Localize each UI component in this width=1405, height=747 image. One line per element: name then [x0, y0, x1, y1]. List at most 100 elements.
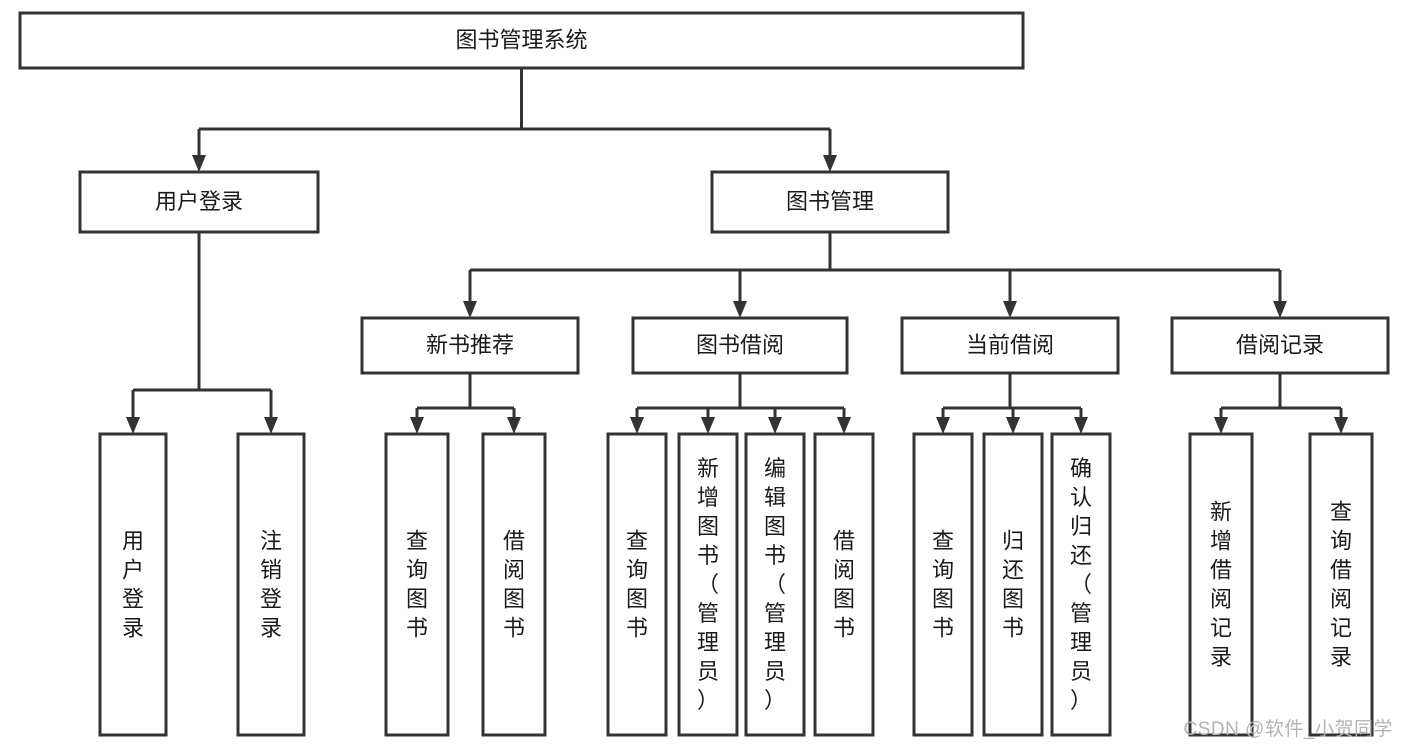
leaf-node-1-box[interactable] [236, 432, 306, 737]
l3-2-leaf-2-arrowhead [1074, 417, 1088, 434]
leaf-node-12-label-char: 记 [1330, 616, 1352, 641]
leaf-node-8-label-char: 查 [932, 529, 954, 554]
leaf-node-6-label-char: 图 [764, 514, 786, 539]
l3-2-leaf-1-arrowhead [1006, 417, 1020, 434]
leaf-node-9-label-char: 归 [1002, 529, 1024, 554]
leaf-node-10-label-char: 员 [1070, 659, 1092, 684]
leaf-node-9-label-char: 还 [1002, 558, 1024, 583]
leaf-node-7-label-char: 图 [833, 587, 855, 612]
leaf-node-1-label-char: 销 [260, 558, 282, 583]
l3-1-leaf-0-arrowhead [630, 417, 644, 434]
leaf-node-5-label-char: 管 [697, 601, 719, 626]
leaf-node-3-label-char: 图 [503, 587, 525, 612]
leaf-node-2-label-char: 图 [406, 587, 428, 612]
leaf-node-3-box[interactable] [481, 432, 547, 737]
level3-node-2-label: 当前借阅 [966, 332, 1054, 357]
leaf-node-1-label-char: 录 [260, 616, 282, 641]
level2-node-0-label: 用户登录 [155, 189, 243, 214]
l3-1-leaf-3-arrowhead [837, 417, 851, 434]
leaf-node-5-box[interactable] [677, 432, 739, 737]
book-to-l3-2-arrowhead [1003, 301, 1017, 318]
leaf-node-2-box[interactable] [384, 432, 450, 737]
level3-node-2-box[interactable] [900, 316, 1120, 375]
leaf-node-0-label-char: 用 [122, 529, 144, 554]
leaf-node-6-label-char: 编 [764, 456, 786, 481]
l3-0-leaf-1-arrowhead [507, 417, 521, 434]
leaf-node-11-label-char: 阅 [1210, 587, 1232, 612]
leaf-node-10-label-char: 认 [1070, 485, 1092, 510]
level3-node-0-box[interactable] [360, 316, 580, 375]
leaf-node-11-label-char: 借 [1210, 558, 1232, 583]
leaf-node-4-label-char: 书 [626, 616, 648, 641]
level3-node-3-label: 借阅记录 [1236, 332, 1324, 357]
leaf-node-7-label-char: 阅 [833, 558, 855, 583]
leaf-node-0-label-char: 户 [122, 558, 144, 583]
leaf-node-8-label-char: 图 [932, 587, 954, 612]
user-leaf-1-arrowhead [264, 417, 278, 434]
leaf-node-12-label-char: 借 [1330, 558, 1352, 583]
leaf-node-6-label-char: 理 [764, 630, 786, 655]
leaf-node-4-box[interactable] [606, 432, 668, 737]
leaf-node-3-label-char: 借 [503, 529, 525, 554]
leaf-node-11-label-char: 记 [1210, 616, 1232, 641]
level3-node-3-box[interactable] [1170, 316, 1390, 375]
leaf-node-9-label-char: 书 [1002, 616, 1024, 641]
leaf-node-11-label-char: 增 [1210, 529, 1232, 554]
level3-node-0-label: 新书推荐 [426, 332, 514, 357]
level3-node-1-box[interactable] [631, 316, 849, 375]
leaf-node-6-box[interactable] [744, 432, 806, 737]
leaf-node-3-label-char: 书 [503, 616, 525, 641]
leaf-node-6-label-char: （ [764, 572, 786, 597]
leaf-node-1-label-char: 登 [260, 587, 282, 612]
leaf-node-10-label-char: （ [1070, 572, 1092, 597]
user-leaf-0-arrowhead [126, 417, 140, 434]
leaf-node-9-box[interactable] [982, 432, 1044, 737]
level2-node-1-box[interactable] [710, 170, 950, 234]
leaf-node-8-box[interactable] [912, 432, 974, 737]
leaf-node-12-label-char: 阅 [1330, 587, 1352, 612]
node-layer: 图书管理系统用户登录图书管理新书推荐图书借阅当前借阅借阅记录用户登录注销登录查询… [18, 11, 1390, 737]
leaf-node-4-label-char: 询 [626, 558, 648, 583]
leaf-node-11-label-char: 新 [1210, 500, 1232, 525]
l3-2-leaf-0-arrowhead [936, 417, 950, 434]
leaf-node-7-label-char: 借 [833, 529, 855, 554]
l3-1-leaf-1-arrowhead [701, 417, 715, 434]
leaf-node-11-label-char: 录 [1210, 645, 1232, 670]
leaf-node-12-box[interactable] [1308, 432, 1374, 737]
l3-3-leaf-0-arrowhead [1214, 417, 1228, 434]
leaf-node-10-label-char: 理 [1070, 630, 1092, 655]
leaf-node-0-label-char: 录 [122, 616, 144, 641]
leaf-node-5-label-char: 理 [697, 630, 719, 655]
root-node-label: 图书管理系统 [455, 27, 587, 52]
leaf-node-5-label-char: ） [697, 688, 719, 713]
leaf-node-6-label-char: 管 [764, 601, 786, 626]
leaf-node-7-box[interactable] [813, 432, 875, 737]
leaf-node-0-label-char: 登 [122, 587, 144, 612]
book-to-l3-1-arrowhead [733, 301, 747, 318]
leaf-node-10-box[interactable] [1050, 432, 1112, 737]
leaf-node-8-label-char: 询 [932, 558, 954, 583]
level2-node-0-box[interactable] [78, 170, 320, 234]
leaf-node-11-box[interactable] [1188, 432, 1254, 737]
root-node-box[interactable] [18, 11, 1025, 70]
book-to-l3-3-arrowhead [1273, 301, 1287, 318]
l3-0-leaf-0-arrowhead [410, 417, 424, 434]
leaf-node-12-label-char: 询 [1330, 529, 1352, 554]
root-to-l2-0-arrowhead [192, 155, 206, 172]
leaf-node-0-box[interactable] [98, 432, 168, 737]
leaf-node-6-label-char: 书 [764, 543, 786, 568]
leaf-node-5-label-char: 新 [697, 456, 719, 481]
leaf-node-2-label-char: 询 [406, 558, 428, 583]
level3-node-1-label: 图书借阅 [696, 332, 784, 357]
leaf-node-4-label-char: 查 [626, 529, 648, 554]
